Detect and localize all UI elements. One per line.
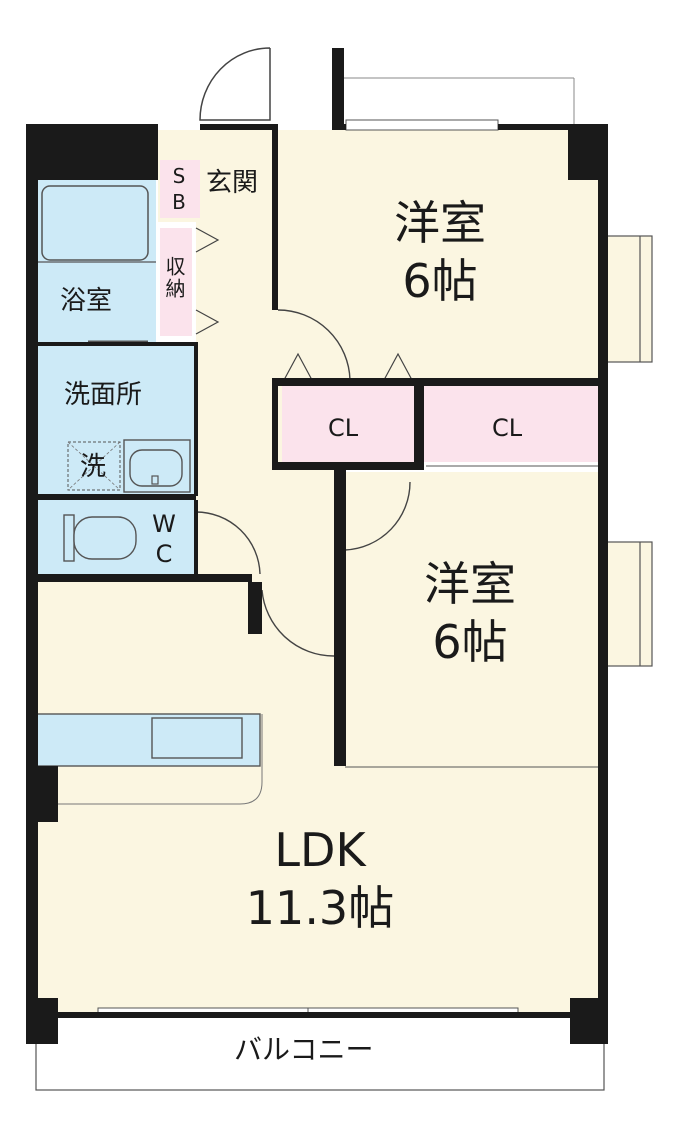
ldk-door-swing bbox=[261, 589, 335, 657]
label-closet-1: CL bbox=[328, 414, 359, 442]
western-2-name: 洋室 bbox=[424, 557, 516, 611]
western-2-size: 6帖 bbox=[432, 614, 508, 669]
ldk-name: LDK bbox=[274, 823, 366, 877]
kitchen-sink bbox=[151, 717, 243, 759]
closet-1-door bbox=[283, 352, 413, 381]
western-1-size: 6帖 bbox=[402, 253, 478, 308]
label-washroom: 洗面所 bbox=[64, 380, 143, 410]
counter-outline bbox=[55, 714, 263, 805]
storage-door bbox=[195, 227, 220, 335]
balcony bbox=[35, 1013, 605, 1091]
label-bath: 浴室 bbox=[60, 286, 113, 316]
label-closet-2: CL bbox=[492, 414, 523, 442]
bathtub bbox=[41, 185, 149, 261]
western-1-name: 洋室 bbox=[394, 196, 486, 250]
label-storage: 収納 bbox=[162, 256, 186, 300]
label-western-2: 洋室 6帖 bbox=[390, 556, 550, 671]
label-wc: WC bbox=[150, 510, 178, 570]
western-1-door-swing bbox=[277, 309, 351, 381]
entrance-door-swing bbox=[199, 47, 271, 121]
label-western-1: 洋室 6帖 bbox=[360, 195, 520, 310]
label-balcony: バルコニー bbox=[234, 1033, 374, 1066]
washer-pan bbox=[67, 441, 121, 491]
faucet bbox=[151, 475, 159, 485]
label-washer: 洗 bbox=[80, 452, 107, 482]
window-east-2 bbox=[603, 541, 653, 667]
toilet-bowl bbox=[73, 516, 137, 560]
label-genkan: 玄関 bbox=[206, 168, 259, 198]
closet-1-floor bbox=[282, 386, 414, 462]
label-ldk: LDK 11.3帖 bbox=[210, 822, 430, 937]
ldk-size: 11.3帖 bbox=[245, 880, 395, 935]
washbasin bbox=[129, 449, 183, 487]
label-shoe-box: SB bbox=[167, 164, 191, 216]
western-2-door-swing bbox=[344, 481, 411, 551]
shoe-box-floor bbox=[160, 160, 200, 218]
storage-floor bbox=[160, 228, 192, 336]
walls bbox=[26, 48, 608, 1044]
wc-door-swing bbox=[195, 511, 261, 575]
ldk-east-floor bbox=[336, 765, 604, 1015]
washer-pan-diag-2 bbox=[67, 441, 121, 491]
window-east-1 bbox=[603, 235, 653, 363]
closet-2-floor bbox=[424, 386, 602, 462]
window-north bbox=[345, 119, 499, 131]
